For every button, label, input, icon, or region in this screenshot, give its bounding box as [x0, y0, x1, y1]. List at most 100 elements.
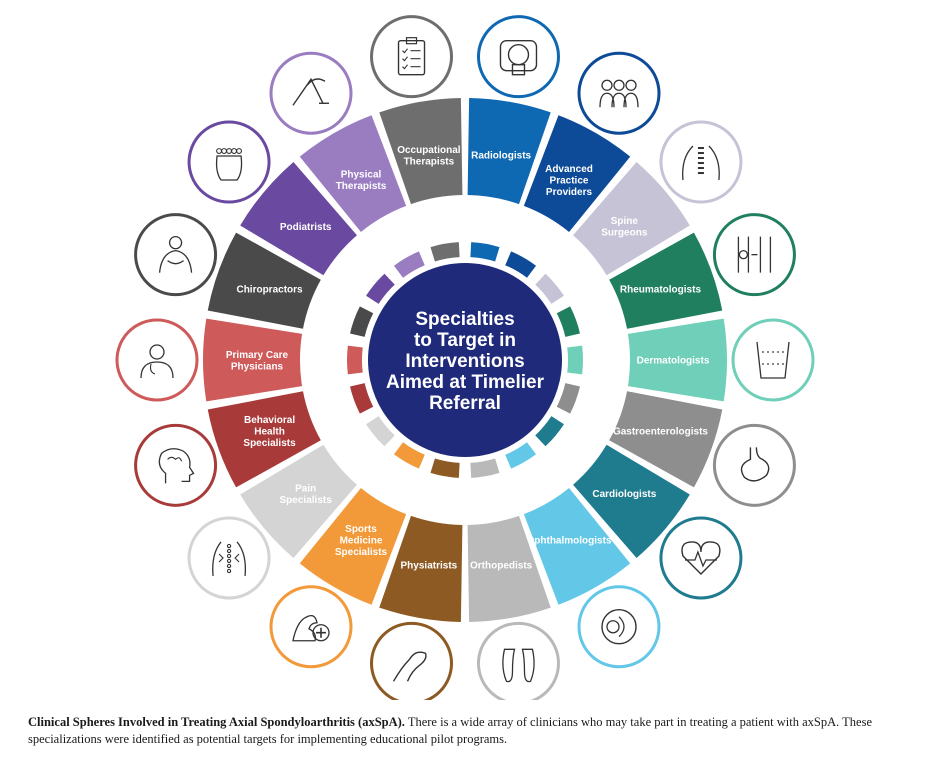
- segment-label: Gastroenterologists: [613, 427, 708, 438]
- hand-wrist-icon: [392, 651, 427, 682]
- specialty-segment: Cardiologists: [573, 444, 743, 600]
- inner-ring-tick: [393, 251, 425, 278]
- caption-text: There is a wide array of clinicians who …: [28, 715, 873, 746]
- specialty-segment: Ophthalmologists: [523, 488, 661, 669]
- segment-label: Ophthalmologists: [527, 536, 612, 547]
- medical-staff-icon: [599, 79, 639, 108]
- segment-wedge: [467, 515, 551, 622]
- icon-bubble: [476, 15, 560, 99]
- inner-ring-tick: [556, 306, 580, 337]
- segment-label: Podiatrists: [280, 222, 332, 233]
- icon-bubble: [370, 621, 454, 700]
- segment-label: Rheumatologists: [620, 284, 702, 295]
- back-pain-icon: [212, 541, 247, 577]
- icon-bubble: [269, 585, 353, 669]
- specialty-segment: Dermatologists: [627, 318, 815, 402]
- segment-wedge: [573, 161, 690, 276]
- segment-label: Radiologists: [471, 151, 531, 162]
- inner-ring-tick: [535, 416, 564, 447]
- inner-ring-tick: [430, 458, 460, 478]
- segment-label: Cardiologists: [592, 489, 656, 500]
- feet-icon: [502, 648, 535, 683]
- specialty-segment: Chiropractors: [134, 213, 321, 329]
- inner-ring-tick: [366, 273, 395, 304]
- segment-wedge: [379, 98, 463, 205]
- segment-wedge: [627, 318, 727, 402]
- segment-wedge: [523, 488, 631, 605]
- inner-ring-tick: [350, 383, 374, 414]
- segment-wedge: [609, 232, 723, 329]
- segment-wedge: [207, 391, 321, 488]
- specialty-segment: Orthopedists: [467, 515, 560, 700]
- segment-wedge: [573, 444, 690, 559]
- inner-ring-tick: [505, 251, 537, 278]
- caption-bold: Clinical Spheres Involved in Treating Ax…: [28, 715, 405, 729]
- eye-anatomy-icon: [601, 609, 637, 645]
- icon-bubble: [115, 318, 199, 402]
- segment-wedge: [240, 161, 357, 276]
- figure-caption: Clinical Spheres Involved in Treating Ax…: [28, 714, 908, 748]
- segment-wedge: [202, 318, 303, 402]
- icon-bubble: [134, 213, 218, 297]
- segment-wedge: [240, 444, 357, 559]
- segment-wedge: [299, 115, 407, 232]
- doctor-icon: [140, 344, 174, 379]
- segment-label: Chiropractors: [236, 284, 303, 295]
- stomach-icon: [740, 447, 770, 482]
- inner-ring-tick: [567, 345, 583, 375]
- foot-toes-icon: [215, 148, 243, 181]
- inner-ring-tick: [350, 306, 374, 337]
- icon-bubble: [731, 318, 815, 402]
- segment-wedge: [523, 115, 631, 232]
- skin-rash-torso-icon: [756, 341, 790, 379]
- knee-joint-icon: [737, 236, 772, 273]
- icon-bubble: [370, 15, 454, 99]
- segment-wedge: [379, 515, 463, 622]
- segment-wedge: [207, 232, 321, 329]
- inner-ring-tick: [505, 442, 537, 469]
- inner-ring-tick: [556, 383, 580, 414]
- specialty-segment: Podiatrists: [187, 120, 357, 276]
- specialty-segment: Physiatrists: [370, 515, 463, 700]
- icon-bubble: [712, 423, 796, 507]
- segment-wedge: [609, 391, 723, 488]
- center-circle: [368, 263, 562, 457]
- mri-scanner-icon: [499, 39, 538, 76]
- segment-label: Physiatrists: [401, 560, 458, 571]
- heart-pulse-icon: [681, 541, 721, 575]
- leg-stretch-icon: [292, 77, 329, 106]
- spine-back-icon: [682, 145, 720, 181]
- segment-wedge: [299, 488, 407, 605]
- icon-bubble: [659, 516, 743, 600]
- inner-ring-tick: [366, 416, 395, 447]
- muscle-arm-plus-icon: [292, 614, 330, 642]
- segment-wedge: [467, 98, 551, 205]
- clipboard-checklist-icon: [397, 37, 426, 76]
- specialty-segment: Radiologists: [467, 15, 560, 205]
- icon-bubble: [134, 423, 218, 507]
- inner-ring-tick: [470, 242, 500, 262]
- inner-ring-tick: [393, 442, 425, 469]
- specialty-segment: Gastroenterologists: [609, 391, 796, 507]
- inner-ring-tick: [346, 345, 363, 375]
- segment-label: Dermatologists: [637, 356, 710, 367]
- chiropractor-icon: [158, 236, 193, 273]
